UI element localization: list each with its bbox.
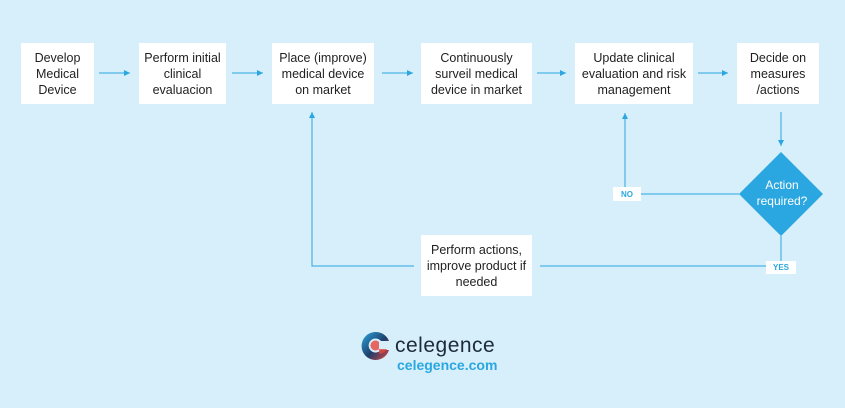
step-decide-measures: Decide on measures /actions — [737, 43, 819, 104]
decision-label-text: Action required? — [756, 178, 808, 208]
step-place-on-market: Place (improve) medical device on market — [272, 43, 374, 104]
step-develop-device-label: Develop Medical Device — [34, 50, 81, 97]
step-initial-evaluation-label: Perform initial clinical evaluacion — [144, 50, 221, 97]
step-develop-device: Develop Medical Device — [21, 43, 94, 104]
step-perform-actions-label: Perform actions, improve product if need… — [426, 242, 527, 289]
step-surveil-label: Continuously surveil medical device in m… — [430, 50, 522, 97]
step-decide-measures-label: Decide on measures /actions — [749, 50, 807, 97]
decision-label: Action required? — [741, 172, 823, 214]
step-update-evaluation-label: Update clinical evaluation and risk mana… — [581, 50, 687, 97]
step-surveil: Continuously surveil medical device in m… — [421, 43, 532, 104]
step-initial-evaluation: Perform initial clinical evaluacion — [139, 43, 226, 104]
arrow-no-to-update — [622, 113, 739, 195]
decision-diamond — [739, 152, 823, 236]
step-perform-actions: Perform actions, improve product if need… — [421, 235, 532, 296]
yes-tag: YES — [766, 261, 796, 274]
brand-url: celegence.com — [397, 357, 498, 373]
arrow-actions-to-place — [309, 112, 414, 267]
step-place-on-market-label: Place (improve) medical device on market — [279, 50, 367, 97]
brand-name: celegence — [395, 334, 496, 357]
step-update-evaluation: Update clinical evaluation and risk mana… — [575, 43, 693, 104]
celegence-logo-icon — [361, 331, 389, 360]
no-tag: NO — [613, 187, 641, 201]
